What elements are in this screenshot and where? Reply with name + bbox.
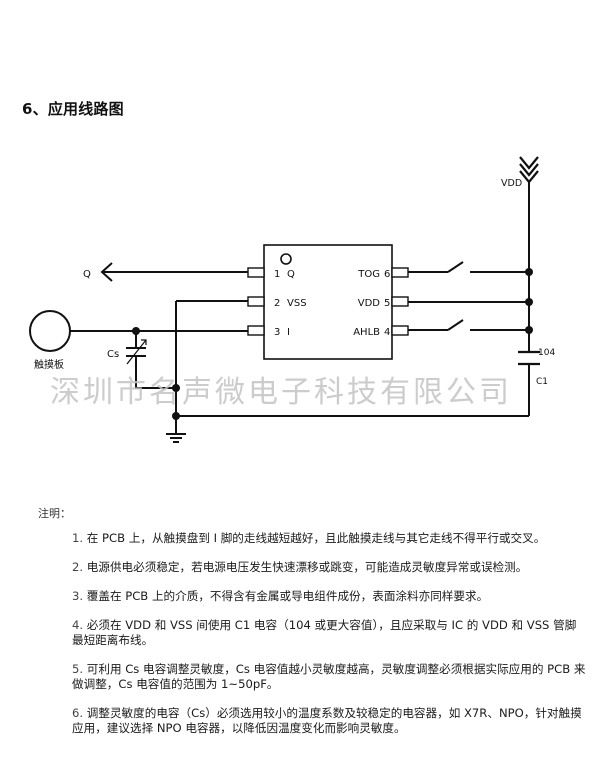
note-item-5: 5. 可利用 Cs 电容调整灵敏度，Cs 电容值越小灵敏度越高，灵敏度调整必须根… <box>72 662 587 692</box>
vdd-supply-symbol <box>519 156 539 184</box>
note-number: 5. <box>72 662 84 676</box>
pin-pad-1 <box>247 267 265 278</box>
note-text: 覆盖在 PCB 上的介质，不得含有金属或导电组件成份，表面涂料亦同样要求。 <box>86 589 489 603</box>
pin-2-number: 2 <box>274 298 280 309</box>
junction-dot-ground <box>172 412 180 420</box>
pin-pad-4 <box>391 325 409 336</box>
c1-value-label: 104 <box>538 348 555 358</box>
cs-label: Cs <box>107 349 119 360</box>
vdd-supply-label: VDD <box>501 178 522 189</box>
company-watermark: 深圳市名声微电子科技有限公司 <box>50 375 512 410</box>
note-number: 3. <box>72 589 84 603</box>
note-text: 必须在 VDD 和 VSS 间使用 C1 电容（104 或更大容值），且应采取与… <box>72 618 577 647</box>
note-text: 在 PCB 上，从触摸盘到 I 脚的走线越短越好，且此触摸走线与其它走线不得平行… <box>86 531 546 545</box>
note-number: 1. <box>72 531 84 545</box>
pin-1-name: Q <box>287 269 295 280</box>
note-text: 电源供电必须稳定，若电源电压发生快速漂移或跳变，可能造成灵敏度异常或误检测。 <box>86 560 528 574</box>
output-q-label: Q <box>83 269 91 280</box>
section-title: 6、应用线路图 <box>22 100 124 118</box>
pin-1-number: 1 <box>274 269 280 280</box>
pin-2-name: VSS <box>287 298 307 309</box>
pin-3-number: 3 <box>274 327 280 338</box>
note-text: 调整灵敏度的电容（Cs）必须选用较小的温度系数及较稳定的电容器，如 X7R、NP… <box>72 706 582 735</box>
pin-3-name: I <box>287 327 290 338</box>
note-number: 6. <box>72 706 84 720</box>
junction-dot-cs-ground <box>172 384 180 392</box>
note-text: 可利用 Cs 电容调整灵敏度，Cs 电容值越小灵敏度越高，灵敏度调整必须根据实际… <box>72 662 586 691</box>
c1-label: C1 <box>536 377 548 387</box>
tog-switch <box>447 261 464 273</box>
note-number: 2. <box>72 560 84 574</box>
touch-pad-icon <box>29 310 71 352</box>
note-item-6: 6. 调整灵敏度的电容（Cs）必须选用较小的温度系数及较稳定的电容器，如 X7R… <box>72 706 587 736</box>
pin-4-name: AHLB <box>353 327 380 338</box>
pin-6-name: TOG <box>357 269 380 280</box>
c1-capacitor <box>518 350 540 366</box>
ic-pin1-marker <box>280 253 292 265</box>
notes-heading: 注明： <box>38 507 71 520</box>
cs-wire-to-ground <box>135 356 176 389</box>
pin-6-number: 6 <box>384 269 390 280</box>
pin-4-number: 4 <box>384 327 390 338</box>
ahlb-switch <box>447 319 464 331</box>
note-item-2: 2. 电源供电必须稳定，若电源电压发生快速漂移或跳变，可能造成灵敏度异常或误检测… <box>72 560 587 575</box>
note-item-4: 4. 必须在 VDD 和 VSS 间使用 C1 电容（104 或更大容值），且应… <box>72 618 587 648</box>
pin-pad-3 <box>247 325 265 336</box>
ground-icon <box>166 433 186 443</box>
note-item-3: 3. 覆盖在 PCB 上的介质，不得含有金属或导电组件成份，表面涂料亦同样要求。 <box>72 589 587 604</box>
pin-pad-5 <box>391 296 409 307</box>
note-number: 4. <box>72 618 84 632</box>
note-item-1: 1. 在 PCB 上，从触摸盘到 I 脚的走线越短越好，且此触摸走线与其它走线不… <box>72 531 587 546</box>
pin-pad-2 <box>247 296 265 307</box>
pin-pad-6 <box>391 267 409 278</box>
notes-list: 1. 在 PCB 上，从触摸盘到 I 脚的走线越短越好，且此触摸走线与其它走线不… <box>72 531 587 750</box>
pin-5-name: VDD <box>358 298 381 309</box>
output-q-arrow-icon <box>100 262 113 282</box>
pin-5-number: 5 <box>384 298 390 309</box>
touch-pad-label: 触摸板 <box>34 358 64 371</box>
